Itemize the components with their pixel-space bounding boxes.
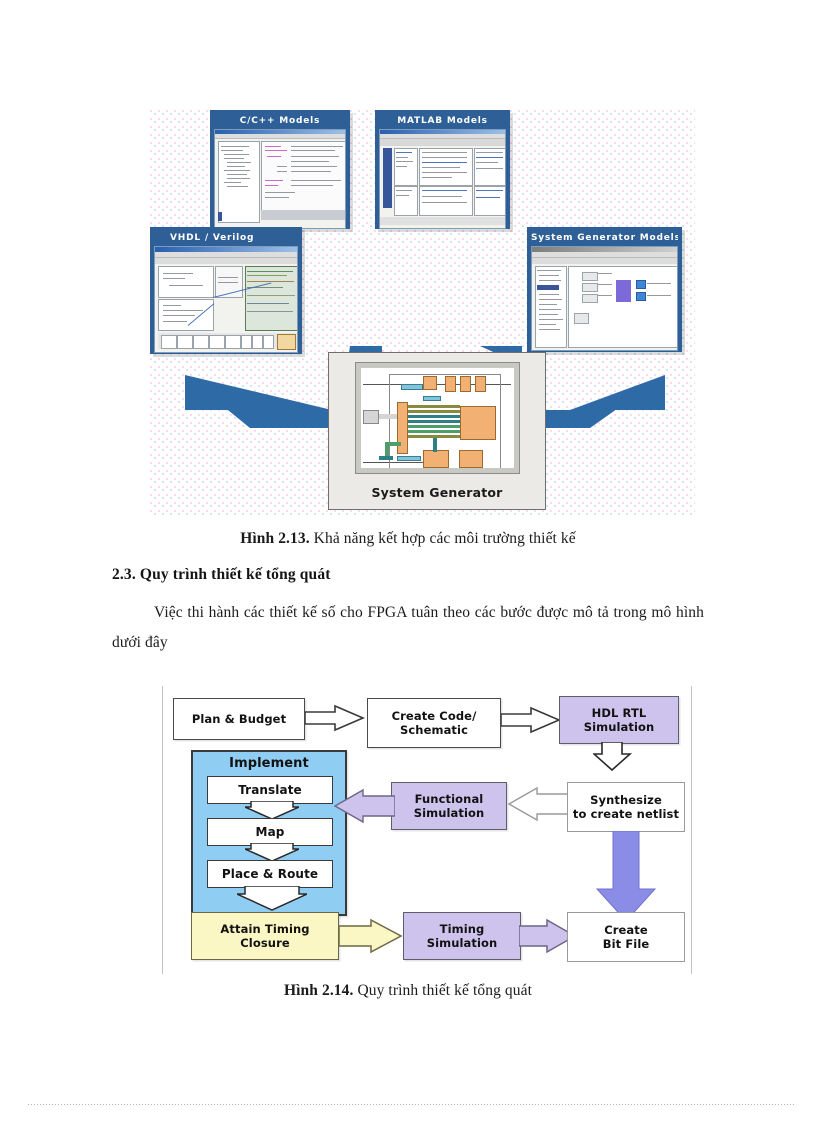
- body-paragraph-line-2: hình dưới đây: [112, 604, 704, 651]
- arrow-attain-to-timing-sim: [339, 918, 405, 954]
- arrow-timing-sim-to-bitfile: [519, 918, 579, 954]
- system-generator-label: System Generator: [371, 485, 503, 500]
- flow-node-translate: Translate: [207, 776, 333, 804]
- system-generator-schematic: [355, 362, 520, 474]
- panel-screenshot-sysgen-models: [531, 246, 678, 351]
- arrow-synthesize-to-bitfile: [595, 831, 657, 923]
- panel-vhdl-verilog: VHDL / Verilog: [150, 227, 302, 354]
- panel-title-vhdl: VHDL / Verilog: [170, 233, 255, 243]
- arrow-create-to-hdl: [501, 706, 563, 736]
- arrow-synthesize-to-functional: [507, 786, 569, 822]
- body-paragraph-line-1: Việc thi hành các thiết kế số cho FPGA t…: [154, 604, 672, 621]
- flow-node-place-route: Place & Route: [207, 860, 333, 888]
- flow-node-map: Map: [207, 818, 333, 846]
- panel-screenshot-c-cpp: [214, 129, 346, 229]
- caption-214-text: Quy trình thiết kế tổng quát: [353, 982, 533, 999]
- caption-figure-214: Hình 2.14. Quy trình thiết kế tổng quát: [0, 982, 816, 1000]
- figure-design-flow: Plan & Budget Create Code/Schematic HDL …: [162, 686, 692, 974]
- body-paragraph: Việc thi hành các thiết kế số cho FPGA t…: [112, 598, 704, 658]
- system-generator-center-box: System Generator: [328, 352, 546, 510]
- panel-screenshot-matlab: [379, 129, 506, 229]
- arrow-place-route-to-attain: [237, 886, 307, 914]
- caption-213-number: Hình 2.13.: [240, 530, 310, 547]
- panel-screenshot-vhdl: [154, 246, 298, 353]
- arrow-hdl-to-synthesize: [593, 742, 647, 772]
- figure-system-generator-environments: C/C++ Models: [150, 110, 695, 516]
- caption-figure-213: Hình 2.13. Khả năng kết hợp các môi trườ…: [0, 530, 816, 548]
- arrow-plan-to-create: [305, 704, 367, 734]
- arrow-map-to-place-route: [245, 843, 299, 865]
- flow-node-plan-budget: Plan & Budget: [173, 698, 305, 740]
- panel-system-generator-models: System Generator Models: [527, 227, 682, 352]
- panel-title-sysgen-models: System Generator Models: [531, 233, 678, 243]
- arrow-functional-to-translate: [333, 788, 395, 824]
- panel-matlab-models: MATLAB Models: [375, 110, 510, 229]
- flow-node-create-code: Create Code/Schematic: [367, 698, 501, 748]
- panel-c-cpp-models: C/C++ Models: [210, 110, 350, 229]
- caption-213-text: Khả năng kết hợp các môi trường thiết kế: [309, 530, 576, 547]
- panel-title-matlab: MATLAB Models: [397, 116, 488, 126]
- page-footer-rule: [28, 1104, 796, 1105]
- caption-214-number: Hình 2.14.: [283, 982, 354, 999]
- arrow-translate-to-map: [245, 801, 299, 823]
- section-heading-2-3: 2.3. Quy trình thiết kế tổng quát: [112, 566, 331, 583]
- panel-title-c-cpp: C/C++ Models: [239, 116, 321, 126]
